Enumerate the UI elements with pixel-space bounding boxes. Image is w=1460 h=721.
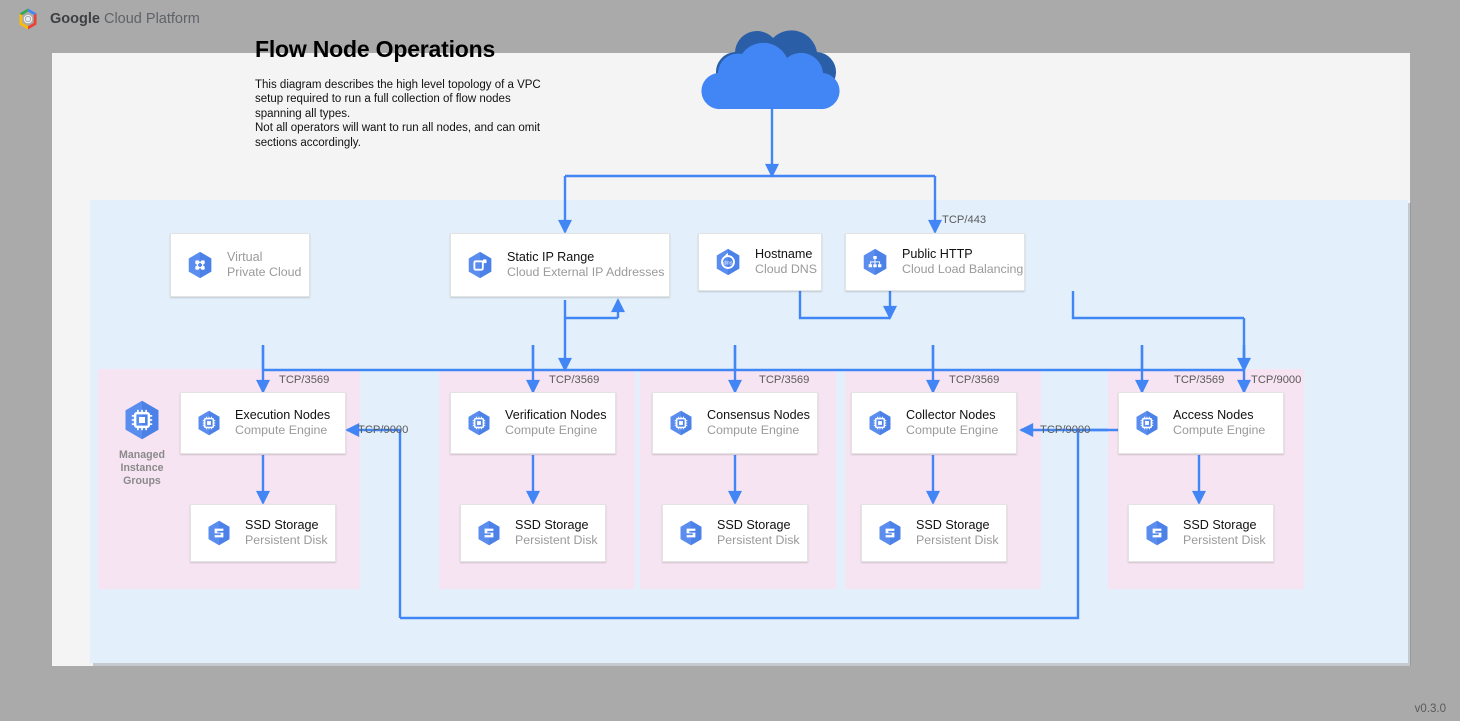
node-card-virtual-private-cloud[interactable]: Virtual Private Cloud [170, 233, 310, 297]
node-title: Hostname [755, 247, 813, 261]
compute-engine-icon [1136, 410, 1158, 436]
brand-google: Google [50, 11, 100, 27]
node-subtitle: Compute Engine [235, 423, 328, 437]
storage-subtitle: Persistent Disk [717, 533, 800, 547]
node-subtitle: Cloud DNS [755, 262, 817, 276]
node-card-hostname[interactable]: dns Hostname Cloud DNS [698, 233, 822, 291]
brand-cloud-platform: Cloud Platform [99, 11, 200, 27]
storage-title: SSD Storage [717, 518, 791, 532]
persistent-disk-icon [208, 520, 230, 546]
cloud-dns-icon: dns [716, 248, 740, 276]
node-subtitle: Compute Engine [505, 423, 598, 437]
compute-engine-icon [198, 410, 220, 436]
node-card-static-ip-range[interactable]: Static IP Range Cloud External IP Addres… [450, 233, 679, 306]
port-label-execution-3569: TCP/3569 [279, 374, 330, 386]
storage-title: SSD Storage [1183, 518, 1257, 532]
cloud-icon [701, 30, 840, 110]
storage-subtitle: Persistent Disk [1183, 533, 1266, 547]
load-balancing-icon [863, 248, 887, 276]
node-card-public-http[interactable]: Public HTTP Cloud Load Balancing [845, 233, 1025, 291]
brand-title: Google Cloud Platform [50, 11, 200, 27]
managed-instance-group-icon [125, 400, 159, 440]
svg-text:dns: dns [723, 260, 732, 266]
port-label-collector-9000: TCP/9000 [1040, 424, 1091, 436]
port-label-verification-3569: TCP/3569 [549, 374, 600, 386]
gcp-hexagon-logo [19, 8, 37, 30]
persistent-disk-icon [879, 520, 901, 546]
mig-label-line3: Groups [123, 475, 161, 488]
node-subtitle: Cloud Load Balancing [902, 262, 1024, 276]
storage-subtitle: Persistent Disk [916, 533, 999, 547]
node-subtitle: Cloud External IP Addresses [507, 265, 665, 279]
node-title: Access Nodes [1173, 408, 1254, 422]
compute-engine-icon [670, 410, 692, 436]
mig-label-line2: Instance [120, 462, 164, 475]
compute-engine-icon [869, 410, 891, 436]
port-label-https: TCP/443 [942, 214, 987, 226]
static-ip-icon [468, 251, 492, 279]
node-title: Execution Nodes [235, 408, 331, 422]
page-title: Flow Node Operations [255, 36, 496, 62]
node-title: Collector Nodes [906, 408, 996, 422]
persistent-disk-icon [680, 520, 702, 546]
page-description: This diagram describes the high level to… [255, 79, 541, 149]
node-subtitle: Compute Engine [1173, 423, 1266, 437]
port-label-collector-3569: TCP/3569 [949, 374, 1000, 386]
port-label-access-9000: TCP/9000 [1251, 374, 1302, 386]
node-title: Verification Nodes [505, 408, 607, 422]
storage-subtitle: Persistent Disk [245, 533, 328, 547]
node-title: Virtual [227, 250, 263, 264]
storage-title: SSD Storage [245, 518, 319, 532]
node-title: Static IP Range [507, 250, 595, 264]
port-label-execution-9000: TCP/9000 [358, 424, 409, 436]
port-label-access-3569: TCP/3569 [1174, 374, 1225, 386]
persistent-disk-icon [478, 520, 500, 546]
port-label-consensus-3569: TCP/3569 [759, 374, 810, 386]
version-label: v0.3.0 [1414, 703, 1446, 715]
node-subtitle: Compute Engine [906, 423, 999, 437]
node-subtitle: Private Cloud [227, 265, 302, 279]
node-subtitle: Compute Engine [707, 423, 800, 437]
mig-label-line1: Managed [119, 449, 165, 461]
persistent-disk-icon [1146, 520, 1168, 546]
compute-engine-icon [468, 410, 490, 436]
managed-instance-groups-label: Managed Instance Groups [105, 449, 179, 489]
storage-subtitle: Persistent Disk [515, 533, 598, 547]
node-title: Consensus Nodes [707, 408, 810, 422]
storage-title: SSD Storage [916, 518, 990, 532]
storage-title: SSD Storage [515, 518, 589, 532]
virtual-private-cloud-icon [188, 251, 212, 279]
node-title: Public HTTP [902, 247, 973, 261]
gcp-brand-bar: Google Cloud Platform [0, 0, 1460, 36]
